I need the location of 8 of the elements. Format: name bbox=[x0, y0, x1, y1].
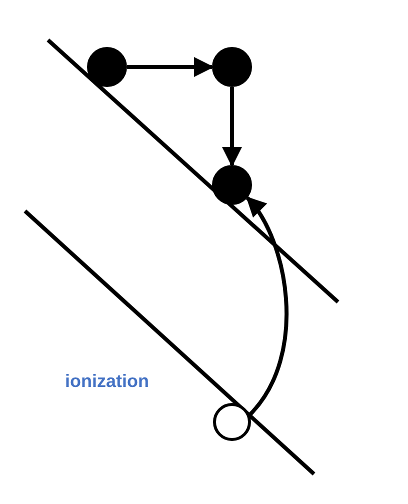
annotation-text: ionization bbox=[65, 371, 149, 392]
filled-circle bbox=[87, 47, 127, 87]
arrow bbox=[246, 196, 288, 416]
hollow-circle bbox=[213, 403, 251, 441]
arrow bbox=[127, 57, 214, 77]
arrow bbox=[222, 87, 242, 167]
filled-circle bbox=[212, 47, 252, 87]
filled-circle bbox=[212, 165, 252, 205]
